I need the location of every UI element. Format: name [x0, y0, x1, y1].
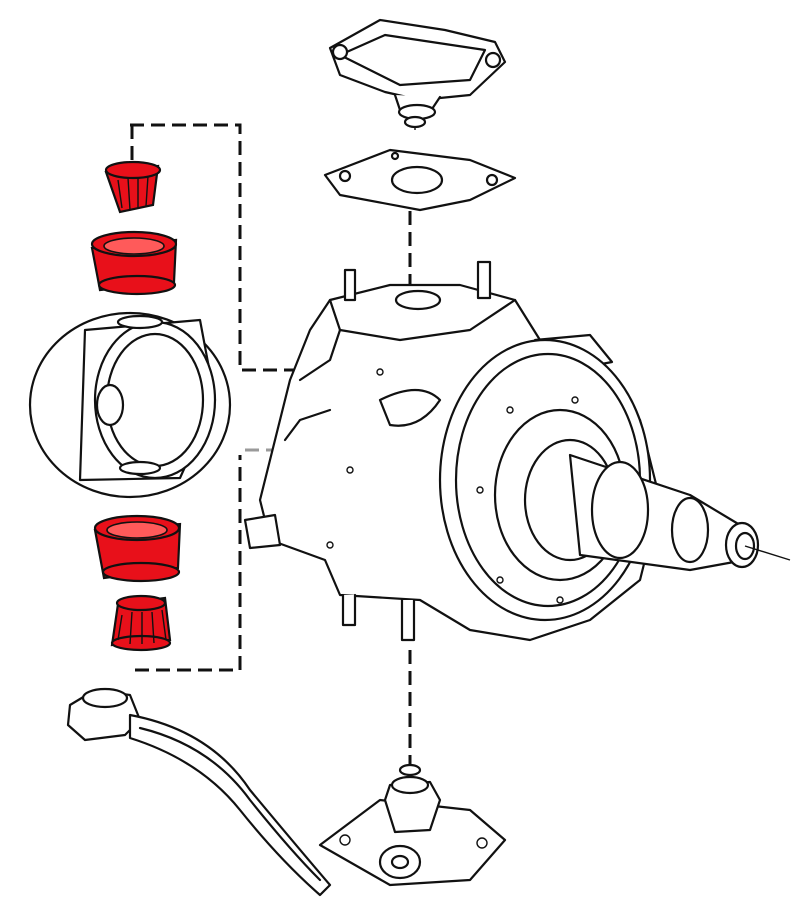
lower-bearing-race [93, 514, 182, 583]
steering-ball-housing [28, 311, 232, 499]
top-cap [328, 18, 507, 129]
lower-roller-bearing [110, 594, 172, 652]
lower-cap [318, 763, 507, 887]
spindle [493, 408, 791, 582]
upper-roller-bearing [104, 160, 162, 214]
top-gasket [323, 148, 517, 212]
steering-arm [66, 687, 332, 897]
upper-bearing-race [90, 230, 178, 296]
